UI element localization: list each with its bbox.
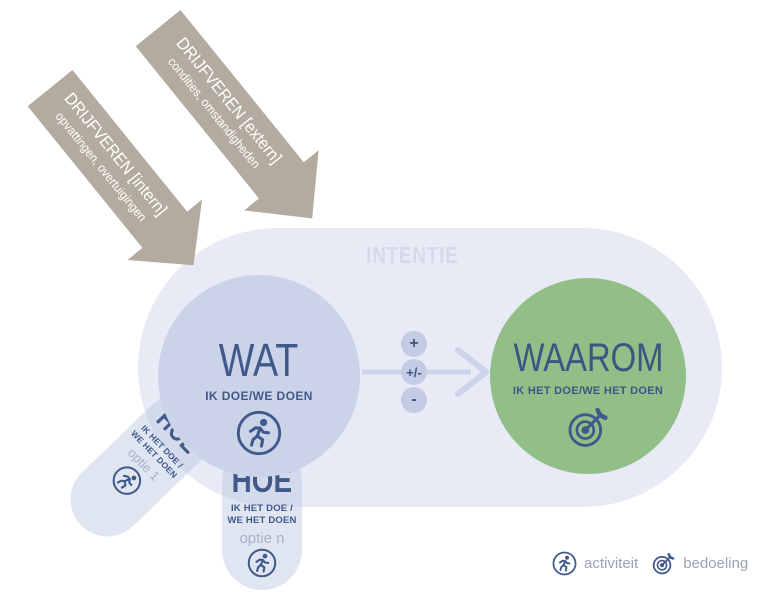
wat-circle: WAT IK DOE/WE DOEN bbox=[158, 275, 360, 477]
legend: activiteit bedoeling bbox=[552, 551, 748, 576]
runner-icon bbox=[247, 548, 277, 578]
runner-icon bbox=[552, 551, 577, 576]
minus-badge: - bbox=[401, 387, 427, 413]
legend-purpose-item: bedoeling bbox=[651, 551, 748, 576]
target-dart-icon bbox=[565, 404, 611, 450]
runner-icon bbox=[106, 460, 148, 502]
waarom-title: WAAROM bbox=[512, 336, 664, 380]
legend-activity-label: activiteit bbox=[584, 555, 639, 572]
hoe-option-n-option-label: optie n bbox=[239, 529, 285, 547]
driver-intern-title: DRIJFVEREN [intern] bbox=[60, 89, 172, 220]
legend-activity-item: activiteit bbox=[552, 551, 638, 576]
legend-purpose-label: bedoeling bbox=[683, 555, 749, 572]
hoe-option-n-subtitle: IK HET DOE / WE HET DOEN bbox=[227, 503, 297, 527]
driver-extern-title: DRIJFVEREN [extern] bbox=[172, 34, 287, 168]
waarom-subtitle: IK HET DOE/WE HET DOEN bbox=[512, 385, 664, 397]
driver-extern-subtitle: condities, omstandigheden bbox=[164, 55, 263, 172]
hoe-option-1-pill: HOE IK HET DOE / WE HET DOEN optie 1 bbox=[55, 380, 229, 552]
waarom-circle: WAAROM IK HET DOE/WE HET DOEN bbox=[490, 278, 686, 474]
wat-subtitle: IK DOE/WE DOEN bbox=[205, 389, 313, 403]
runner-icon bbox=[236, 410, 282, 456]
intentie-label-text: INTENTIE bbox=[365, 242, 459, 268]
plus-minus-badge: +/- bbox=[401, 359, 427, 385]
target-dart-icon bbox=[651, 551, 676, 576]
connector-arrow bbox=[362, 347, 489, 397]
plus-badge: + bbox=[401, 331, 427, 357]
wat-title: WAT bbox=[219, 334, 299, 386]
intentie-label: INTENTIE bbox=[332, 242, 492, 269]
